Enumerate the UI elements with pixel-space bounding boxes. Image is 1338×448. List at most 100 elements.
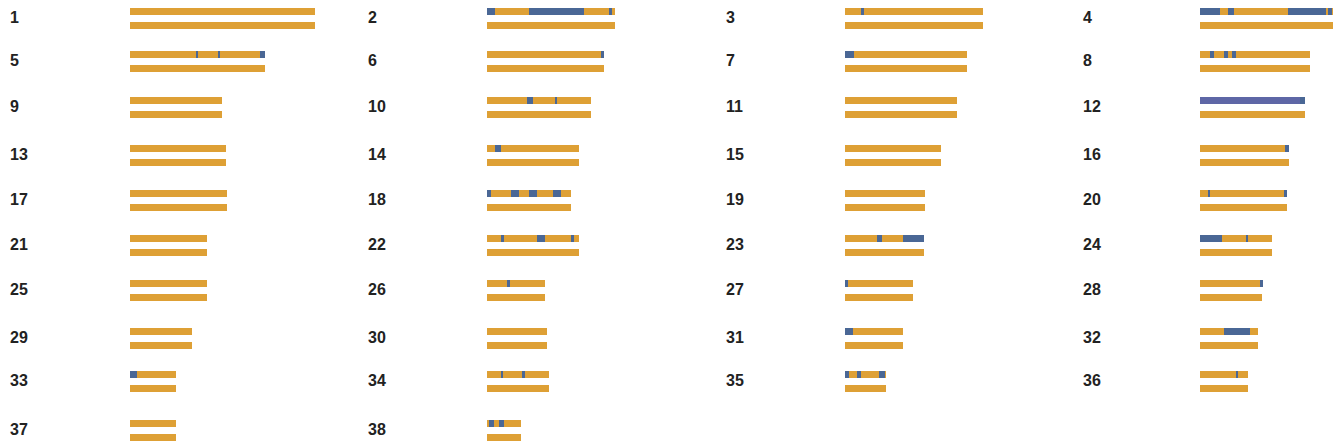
chromosome-number: 5 [10,52,19,70]
chromosome-bar [130,294,207,301]
chromosome-number: 21 [10,236,28,254]
chromosome-number: 8 [1083,52,1092,70]
chromosome-number: 18 [368,191,386,209]
chromosome-band [501,371,503,378]
chromosome-number: 1 [10,9,19,27]
chromosome-bar [487,159,579,166]
chromosome-bar [845,145,941,152]
chromosome-band [609,8,612,15]
chromosome-bar [130,190,227,197]
chromosome-bar [130,111,222,118]
chromosome-bar [487,235,579,242]
chromosome-band [1200,235,1222,242]
chromosome-band [1285,145,1289,152]
chromosome-band [1224,328,1250,335]
chromosome-number: 20 [1083,191,1101,209]
chromosome-number: 13 [10,146,28,164]
chromosome-bar [487,280,545,287]
chromosome-number: 35 [726,372,744,390]
chromosome-bar [845,328,903,335]
chromosome-bar [130,159,226,166]
chromosome-bar [130,385,176,392]
chromosome-band [260,51,265,58]
chromosome-number: 12 [1083,98,1101,116]
chromosome-number: 33 [10,372,28,390]
chromosome-bar [845,51,967,58]
chromosome-band [1328,8,1332,15]
chromosome-bar [487,190,571,197]
chromosome-band [553,190,561,197]
chromosome-bar [130,328,192,335]
chromosome-bar [487,385,549,392]
chromosome-bar [487,434,521,441]
chromosome-number: 7 [726,52,735,70]
chromosome-bar [130,434,176,441]
chromosome-bar [487,65,604,72]
chromosome-number: 27 [726,281,744,299]
chromosome-band [1300,97,1305,104]
chromosome-bar [487,204,571,211]
chromosome-bar [130,371,176,378]
chromosome-band [879,371,885,378]
chromosome-number: 22 [368,236,386,254]
chromosome-band [1246,235,1248,242]
chromosome-band [1210,51,1214,58]
chromosome-bar [845,8,983,15]
chromosome-bar [845,204,925,211]
chromosome-band [130,371,137,378]
chromosome-bar [487,420,521,427]
chromosome-bar [845,294,913,301]
chromosome-bar [487,97,591,104]
chromosome-number: 11 [726,98,743,116]
chromosome-number: 2 [368,9,377,27]
chromosome-bar [130,235,207,242]
chromosome-band [218,51,220,58]
chromosome-number: 31 [726,329,744,347]
chromosome-number: 23 [726,236,744,254]
chromosome-number: 9 [10,98,19,116]
chromosome-band [1288,8,1326,15]
chromosome-bar [845,342,903,349]
chromosome-bar [487,371,549,378]
chromosome-band [857,371,861,378]
chromosome-band [1200,97,1300,104]
chromosome-band [845,328,853,335]
chromosome-bar [845,280,913,287]
chromosome-bar [845,65,967,72]
chromosome-bar [130,420,176,427]
chromosome-bar [1200,8,1333,15]
chromosome-band [511,190,519,197]
chromosome-band [845,280,848,287]
chromosome-bar [487,111,591,118]
chromosome-bar [845,249,924,256]
chromosome-number: 14 [368,146,386,164]
chromosome-bar [487,145,579,152]
chromosome-number: 4 [1083,9,1092,27]
chromosome-bar [487,51,604,58]
chromosome-band [537,235,545,242]
chromosome-bar [1200,204,1287,211]
chromosome-bar [845,190,925,197]
chromosome-band [1208,190,1210,197]
chromosome-bar [1200,328,1258,335]
chromosome-bar [845,371,886,378]
chromosome-band [522,371,525,378]
chromosome-bar [487,328,547,335]
chromosome-band [527,97,533,104]
chromosome-bar [130,8,315,15]
chromosome-bar [130,249,207,256]
chromosome-bar [130,22,315,29]
chromosome-band [1236,371,1238,378]
chromosome-number: 38 [368,421,386,439]
chromosome-bar [845,159,941,166]
chromosome-band [1232,51,1236,58]
chromosome-bar [130,65,265,72]
chromosome-band [555,97,557,104]
chromosome-number: 36 [1083,372,1101,390]
chromosome-bar [130,145,226,152]
chromosome-bar [845,22,983,29]
chromosome-band [1200,8,1220,15]
chromosome-band [903,235,924,242]
chromosome-bar [1200,145,1289,152]
